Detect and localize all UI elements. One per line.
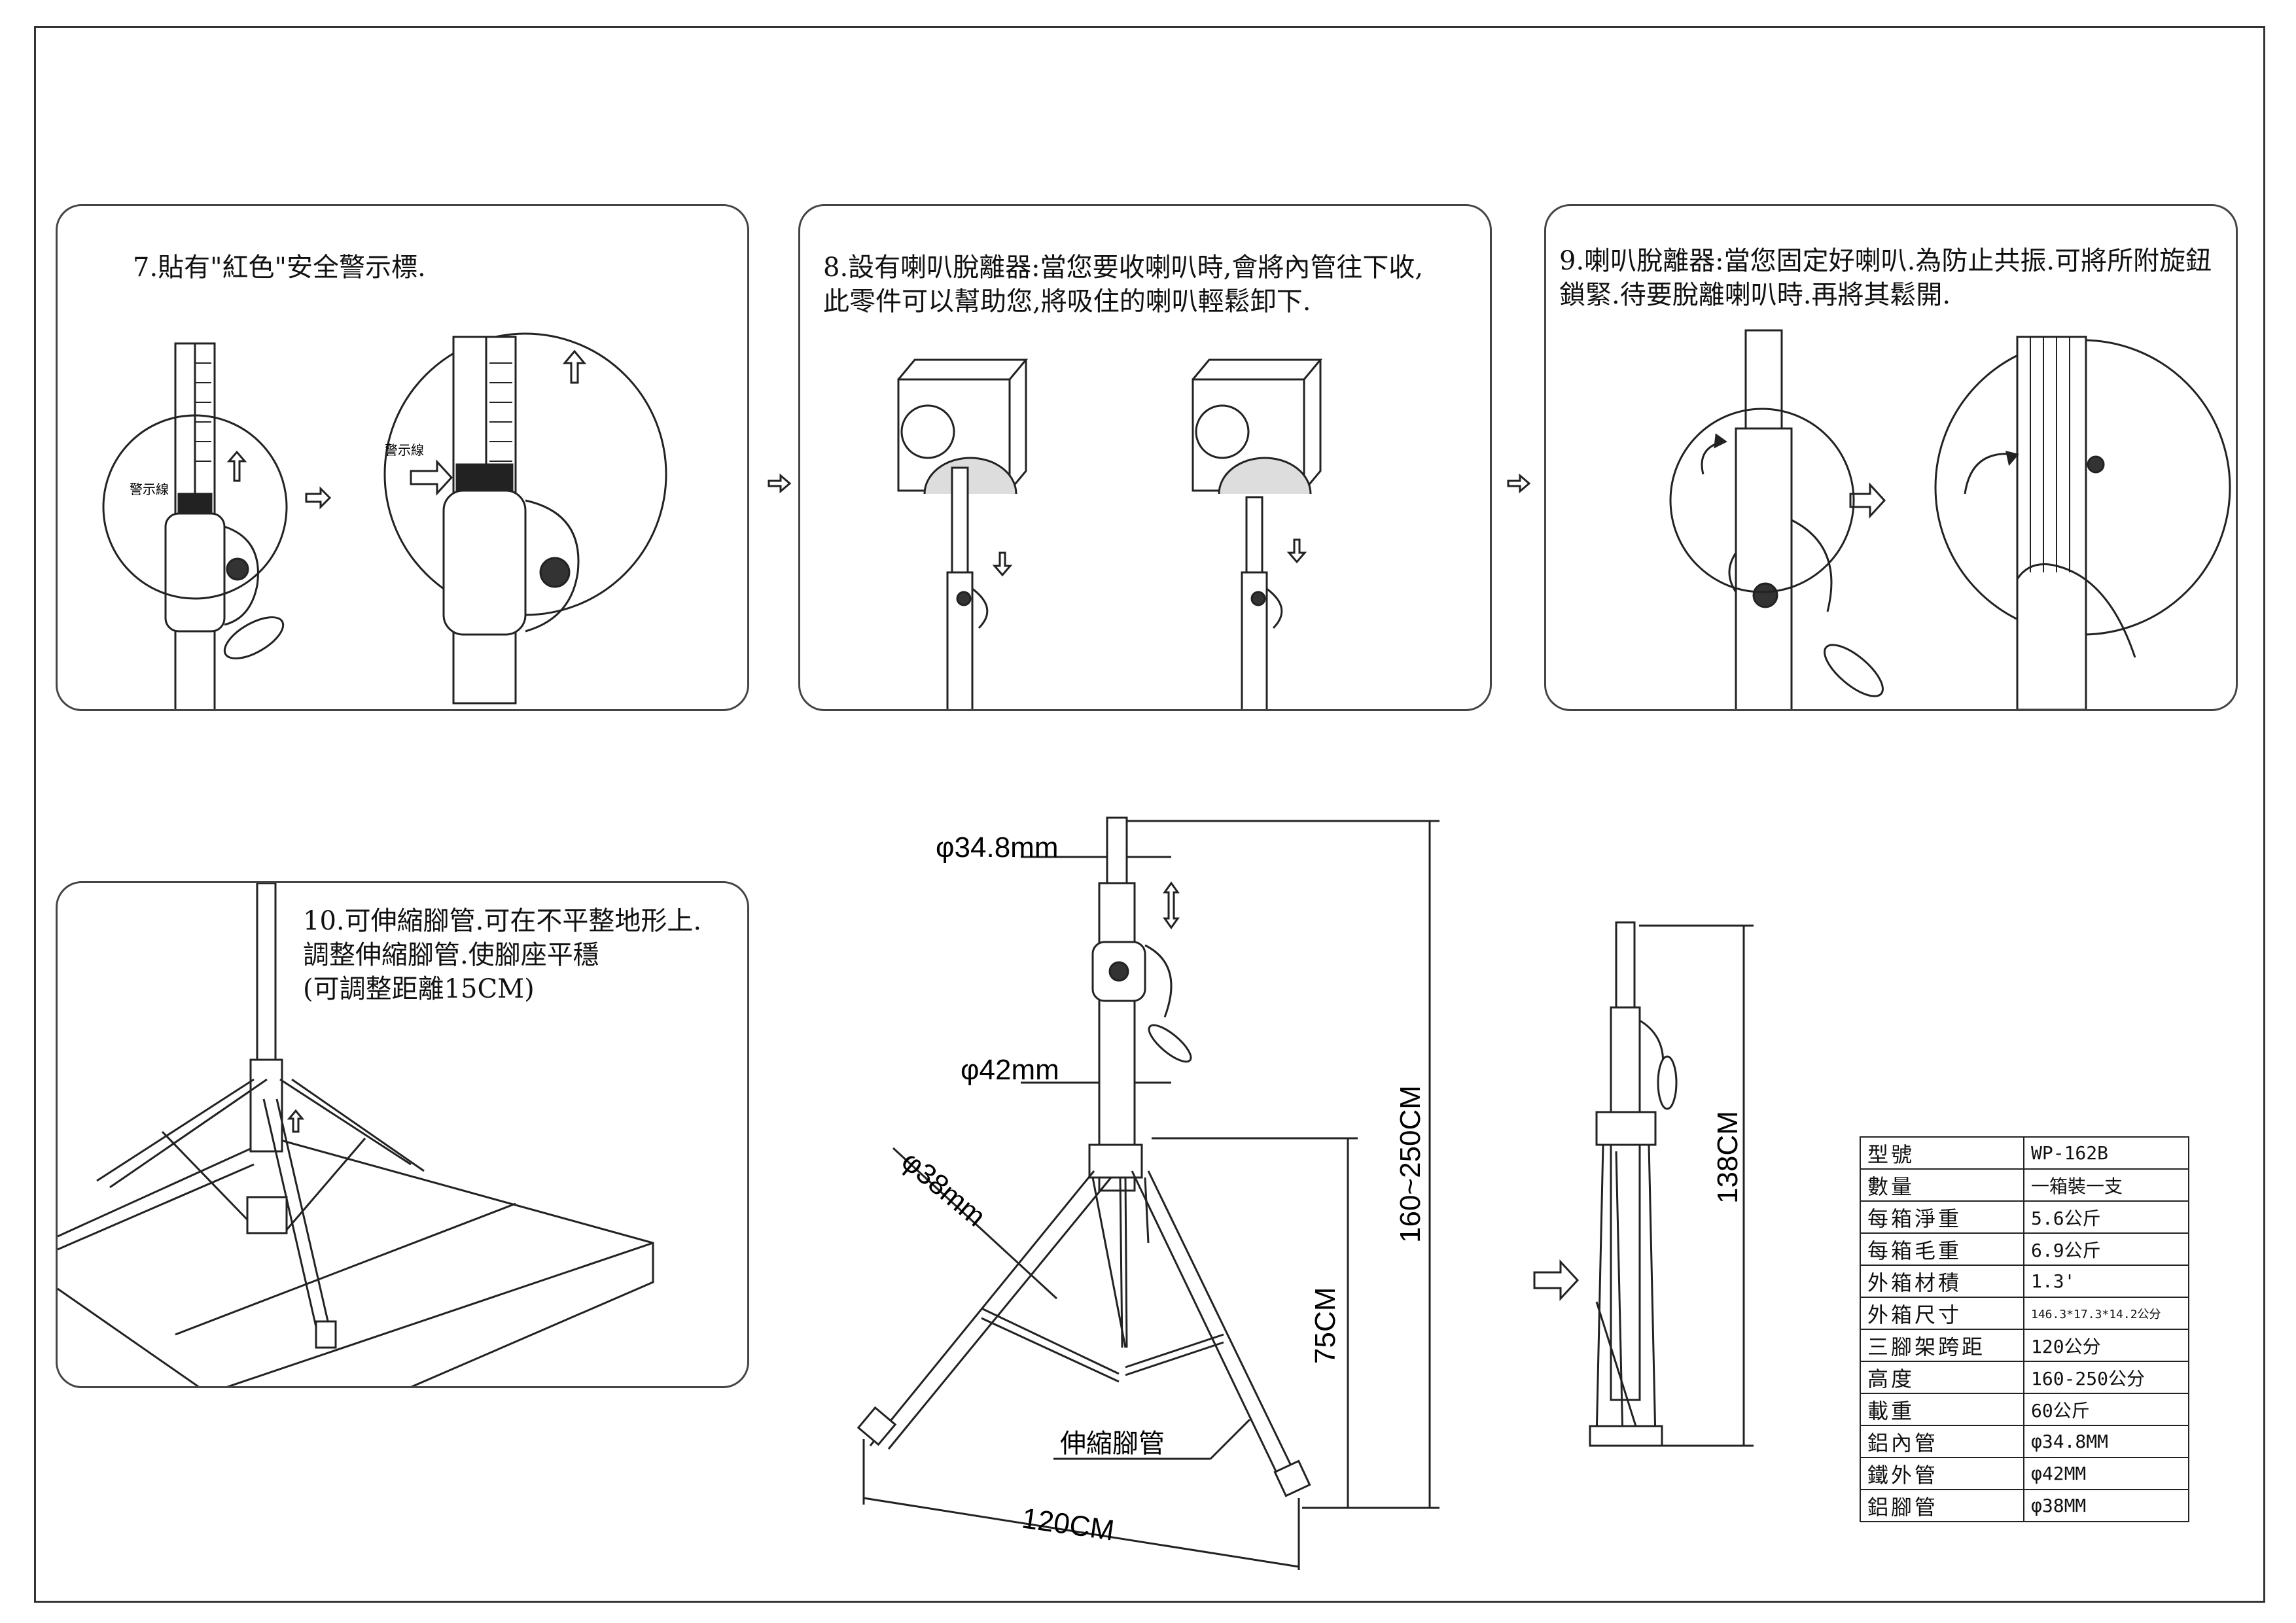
spec-row: 數量一箱裝一支: [1860, 1168, 2189, 1202]
spec-value: 6.9公斤: [2023, 1232, 2189, 1266]
step10-illustration: [58, 883, 654, 1386]
spec-value: 5.6公斤: [2023, 1200, 2189, 1234]
dim-inner-tube: φ34.8mm: [936, 831, 1058, 864]
page-border: [34, 26, 2265, 1603]
spec-value: WP-162B: [2023, 1136, 2189, 1170]
spec-value: 1.3': [2023, 1265, 2189, 1298]
spec-key: 型號: [1860, 1136, 2024, 1170]
step9-caption-line2: 鎖緊.待要脫離喇叭時.再將其鬆開.: [1559, 280, 1951, 310]
spec-key: 鋁腳管: [1860, 1489, 2024, 1522]
step9-illustration: [1669, 329, 2231, 709]
step7-illustration: 警示線 警示線: [102, 332, 667, 709]
panel-step7: 7.貼有"紅色"安全警示標.: [56, 204, 749, 711]
step7-label-zoom: 警示線: [385, 443, 424, 458]
spec-value: φ42MM: [2023, 1457, 2189, 1490]
step9-caption-line1: 9.喇叭脫離器:當您固定好喇叭.為防止共振.可將所附旋鈕: [1559, 246, 2212, 276]
spec-value: 120公分: [2023, 1329, 2189, 1362]
spec-key: 鋁內管: [1860, 1425, 2024, 1458]
step8-caption-line1: 8.設有喇叭脫離器:當您要收喇叭時,會將內管往下收,: [823, 253, 1424, 283]
dim-total-height: 160~250CM: [1394, 1085, 1426, 1243]
spec-value: φ38MM: [2023, 1489, 2189, 1522]
spec-key: 數量: [1860, 1168, 2024, 1202]
dim-leg-height: 75CM: [1309, 1287, 1341, 1364]
spec-key: 載重: [1860, 1393, 2024, 1426]
step8-illustration: [897, 358, 1323, 709]
arrow-icon: [1533, 1259, 1580, 1301]
dim-outer-tube: φ42mm: [961, 1054, 1059, 1086]
panel-step8: 8.設有喇叭脫離器:當您要收喇叭時,會將內管往下收, 此零件可以幫助您,將吸住的…: [798, 204, 1492, 711]
spec-value: 146.3*17.3*14.2公分: [2023, 1297, 2189, 1330]
spec-key: 三腳架跨距: [1860, 1329, 2024, 1362]
dim-folded-height: 138CM: [1712, 1111, 1744, 1204]
step7-label-small: 警示線: [130, 482, 169, 497]
step10-caption-line1: 10.可伸縮腳管.可在不平整地形上.: [303, 906, 702, 936]
spec-key: 每箱毛重: [1860, 1232, 2024, 1266]
spec-key: 每箱淨重: [1860, 1200, 2024, 1234]
panel-step10: 10.可伸縮腳管.可在不平整地形上. 調整伸縮腳管.使腳座平穩 (可調整距離15…: [56, 881, 749, 1388]
spec-value: 一箱裝一支: [2023, 1168, 2189, 1202]
step8-caption-line2: 此零件可以幫助您,將吸住的喇叭輕鬆卸下.: [823, 287, 1311, 317]
spec-value: 60公斤: [2023, 1393, 2189, 1426]
step10-caption-line2: 調整伸縮腳管.使腳座平穩: [303, 940, 599, 970]
spec-key: 鐵外管: [1860, 1457, 2024, 1490]
spec-value: 160-250公分: [2023, 1361, 2189, 1394]
spec-key: 外箱尺寸: [1860, 1297, 2024, 1330]
spec-value: φ34.8MM: [2023, 1425, 2189, 1458]
panel-step9: 9.喇叭脫離器:當您固定好喇叭.為防止共振.可將所附旋鈕 鎖緊.待要脫離喇叭時.…: [1544, 204, 2238, 711]
step10-caption-line3: (可調整距離15CM): [303, 974, 535, 1004]
leg-label: 伸縮腳管: [1060, 1429, 1165, 1459]
step7-caption: 7.貼有"紅色"安全警示標.: [133, 253, 426, 283]
spec-key: 高度: [1860, 1361, 2024, 1394]
spec-key: 外箱材積: [1860, 1265, 2024, 1298]
